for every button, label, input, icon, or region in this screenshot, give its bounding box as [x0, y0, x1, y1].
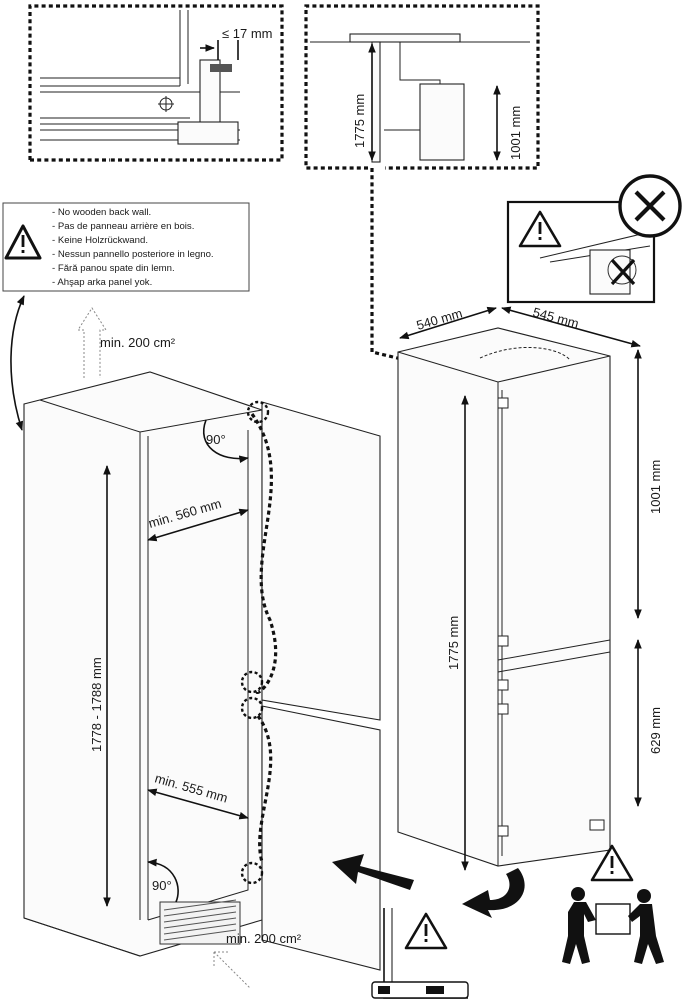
- vent-top-label: min. 200 cm²: [100, 335, 176, 350]
- note-pointer-arrow: [10, 295, 25, 431]
- warning-note-box: - No wooden back wall. - Pas de panneau …: [2, 202, 250, 292]
- detail-inset-top: 1775 mm 1001 mm: [304, 4, 540, 170]
- airflow-up-arrow: [77, 307, 107, 378]
- rotate-arrow-icon: [462, 868, 525, 918]
- appliance-width-label: 545 mm: [531, 304, 580, 331]
- prohibited-detail: [506, 174, 682, 304]
- top-detail-height-label: 1775 mm: [352, 94, 367, 148]
- vent-bottom-label: min. 200 cm²: [226, 931, 302, 946]
- top-detail-fridge-height-label: 1001 mm: [508, 106, 523, 160]
- niche-height-label: 1778 - 1788 mm: [89, 657, 104, 752]
- angle-top-label: 90°: [206, 432, 226, 447]
- detail-inset-hinge: ≤ 17 mm: [28, 4, 284, 162]
- note-line-fr: - Pas de panneau arrière en bois.: [52, 221, 194, 232]
- note-line-de: - Keine Holzrückwand.: [52, 235, 148, 246]
- warning-triangle-icon: [4, 224, 42, 260]
- note-line-it: - Nessun pannello posteriore in legno.: [52, 249, 214, 260]
- note-line-ro: - Fără panou spate din lemn.: [52, 263, 175, 274]
- insert-arrow-icon: [332, 854, 414, 890]
- appliance-height-label: 1775 mm: [446, 616, 461, 670]
- note-line-en: - No wooden back wall.: [52, 207, 151, 218]
- spirit-level-icon: [371, 908, 469, 999]
- appliance-depth-label: 540 mm: [415, 306, 464, 333]
- two-person-lift-icon: [562, 844, 664, 964]
- niche-cabinet: min. 200 cm² 90° 90° min. 5: [23, 307, 381, 989]
- hinge-link-path: [250, 413, 278, 695]
- fridge-door-height-label: 1001 mm: [648, 460, 663, 514]
- gap-dimension-label: ≤ 17 mm: [222, 26, 272, 41]
- prohibited-x-icon: [618, 174, 682, 238]
- freezer-door-height-label: 629 mm: [648, 707, 663, 754]
- airflow-bottom-arrow: [213, 951, 251, 989]
- angle-bottom-label: 90°: [152, 878, 172, 893]
- note-line-tr: - Ahşap arka panel yok.: [52, 277, 152, 288]
